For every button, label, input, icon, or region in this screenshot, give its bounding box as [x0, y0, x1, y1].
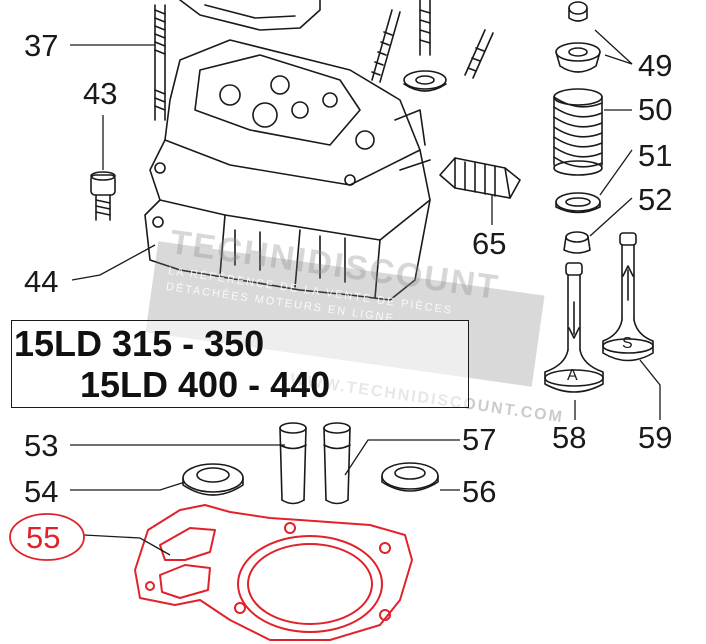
callout-53: 53 [24, 428, 59, 463]
upper-studs [371, 0, 494, 92]
valve-cap-49 [555, 1, 601, 73]
screw-43 [90, 171, 116, 221]
part-65 [439, 157, 521, 199]
exhaust-valve-59 [602, 232, 654, 362]
callout-44: 44 [24, 264, 59, 299]
valve-seal-52 [563, 231, 591, 254]
callout-57: 57 [462, 422, 497, 457]
callout-56: 56 [462, 474, 497, 509]
spring-seat-51 [555, 192, 601, 214]
stud-37 [154, 4, 166, 121]
intake-valve-58 [544, 262, 604, 393]
valve-guide-53 [279, 422, 307, 505]
callout-59: 59 [638, 420, 673, 455]
callout-50: 50 [638, 92, 673, 127]
upper-cover [179, 0, 321, 31]
cylinder-head-44 [144, 39, 431, 301]
callout-54: 54 [24, 474, 59, 509]
callout-43: 43 [83, 76, 118, 111]
model-line-2: 15LD 400 - 440 [80, 364, 331, 405]
intake-mark: A [567, 367, 578, 384]
exhaust-mark: S [622, 335, 633, 352]
leader-lines [70, 29, 661, 556]
engine-model-box: 15LD 315 - 350 15LD 400 - 440 [11, 320, 469, 408]
callout-49: 49 [638, 48, 673, 83]
callout-58: 58 [552, 420, 587, 455]
callout-55: 55 [26, 520, 61, 555]
model-line-1: 15LD 315 - 350 [14, 323, 265, 364]
head-gasket-55 [134, 504, 413, 641]
highlight-ring-55 [9, 513, 85, 561]
callout-51: 51 [638, 138, 673, 173]
valve-seat-56 [381, 462, 439, 492]
callout-65: 65 [472, 226, 507, 261]
valve-spring-50 [553, 88, 603, 176]
callout-52: 52 [638, 182, 673, 217]
callout-37: 37 [24, 28, 59, 63]
valve-guide-57 [323, 422, 351, 505]
valve-seat-54 [182, 463, 244, 496]
